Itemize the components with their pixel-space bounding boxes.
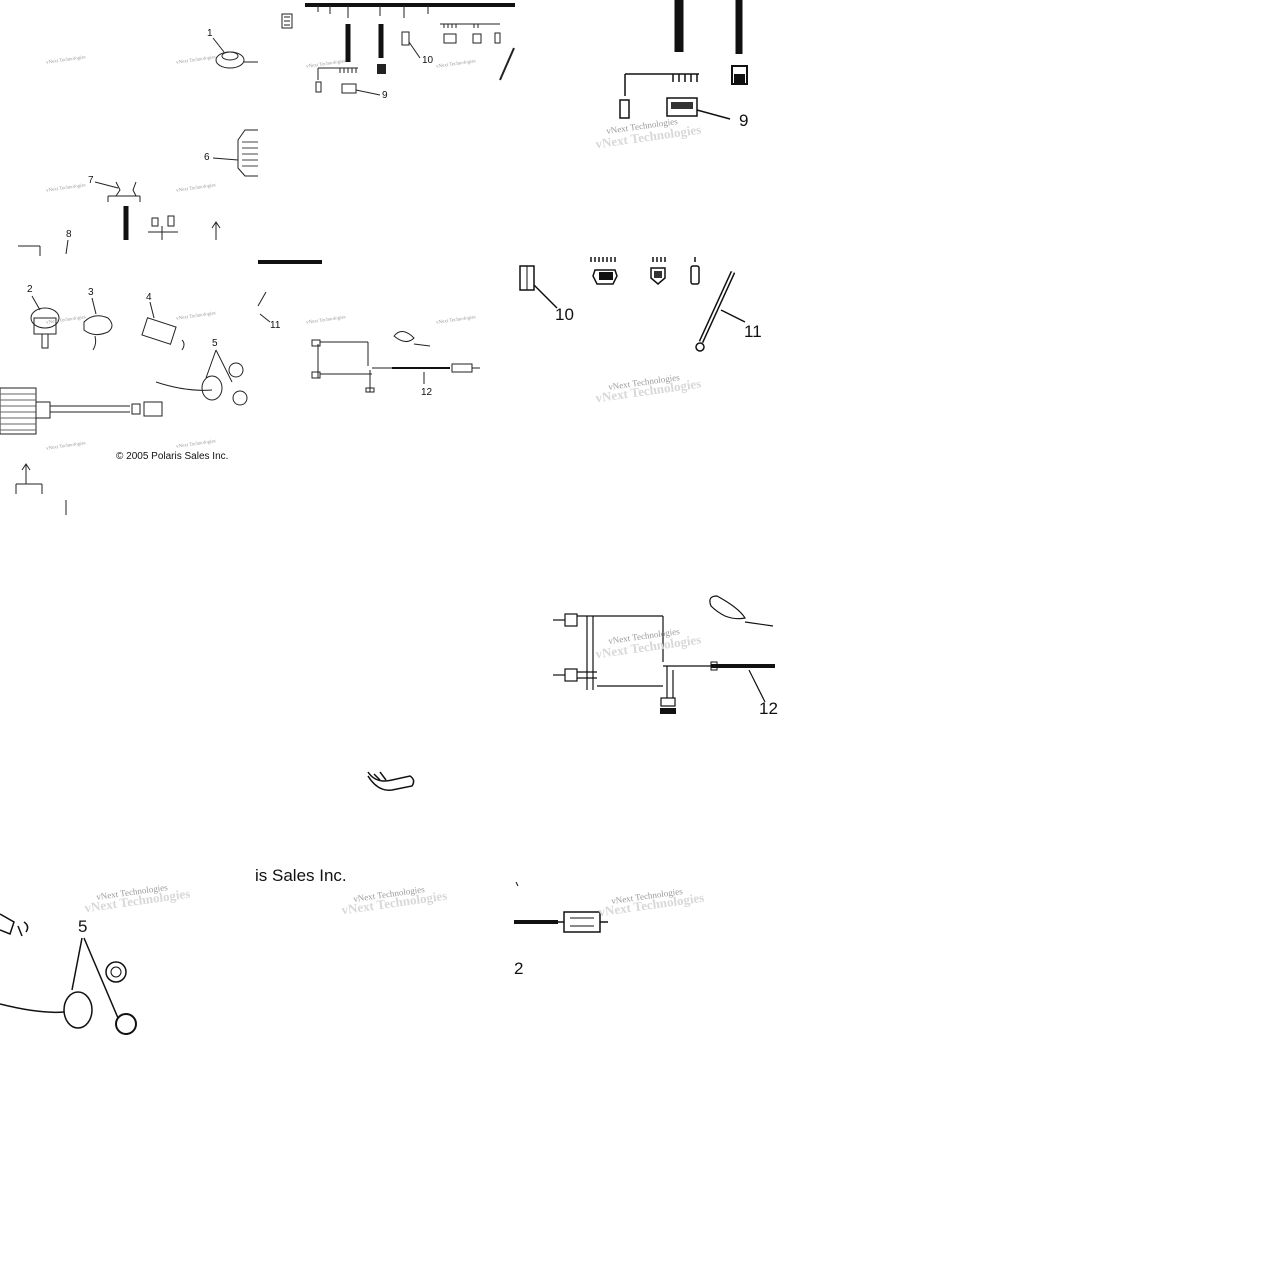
copyright-text: © 2005 Polaris Sales Inc. [116,451,229,462]
diagram-tile-zoom-top: 9 10 11 vNext Technologies vNext Technol… [515,0,775,515]
callout-11-zoom: 11 [744,322,762,341]
callout-9: 9 [382,90,388,101]
callout-6: 6 [204,152,210,163]
callout-5-zoom: 5 [78,917,88,936]
zoom-top-drawing [519,0,748,352]
callout-5: 5 [212,338,218,349]
callout-4: 4 [146,292,152,303]
overview-drawing [0,3,515,515]
callout-7: 7 [88,175,94,186]
diagram-tile-fragment [366,770,418,791]
callout-11: 11 [270,320,281,331]
zoom-harness-drawing [553,595,775,714]
zoom-plug-drawing [514,881,608,933]
callout-2-fragment: 2 [514,959,524,978]
callout-1: 1 [207,28,213,39]
diagram-tile-zoom-harness: 12 vNext Technologies vNext Technologies [515,580,778,730]
copyright-fragment: is Sales Inc. [255,866,347,885]
callout-10: 10 [422,55,434,66]
diagram-tile-zoom-plug: 2 vNext Technologies vNext Technologies [514,870,774,980]
callout-10-zoom: 10 [555,305,574,324]
callout-2: 2 [27,284,33,295]
diagram-tile-zoom-grommet: 5 vNext Technologies vNext Technologies [0,860,260,1035]
zoom-grommet-drawing [0,913,137,1035]
diagram-tile-overview: 1 10 9 6 7 8 2 3 4 5 11 12 © 2005 Polari… [0,0,515,515]
diagram-tile-copyright: is Sales Inc. vNext Technologies vNext T… [255,860,515,930]
callout-3: 3 [88,287,94,298]
callout-8: 8 [66,229,72,240]
switch-fragment-drawing [367,771,415,791]
callout-12: 12 [421,387,433,398]
callout-9-zoom: 9 [739,111,749,130]
callout-12-zoom: 12 [759,699,778,718]
